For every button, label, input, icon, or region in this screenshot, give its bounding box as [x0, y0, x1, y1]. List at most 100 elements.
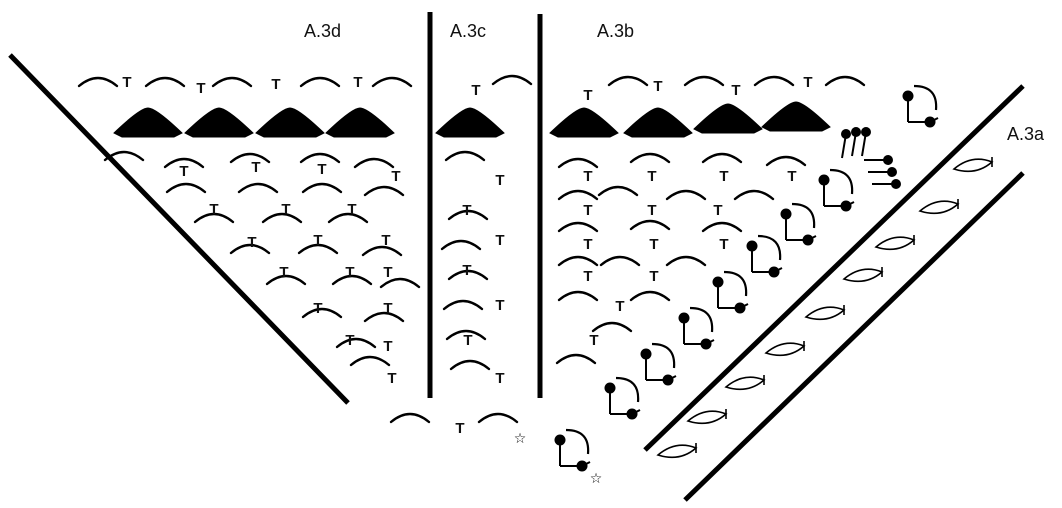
node-dot-bottom — [768, 266, 780, 278]
arc-mark — [701, 152, 743, 164]
fish-mark — [804, 306, 846, 321]
tee-mark: T — [345, 264, 354, 281]
fork-dot — [887, 167, 897, 177]
fish-mark — [952, 158, 994, 173]
arc-mark — [211, 76, 253, 88]
arc-mark — [557, 255, 599, 267]
arc-mark — [327, 212, 369, 224]
node-arc — [723, 270, 748, 297]
node-dot-top — [780, 208, 792, 220]
section-label-a3c: A.3c — [450, 21, 486, 41]
fish-mark — [874, 236, 916, 251]
arc-mark — [683, 75, 725, 87]
arc-mark — [237, 182, 279, 194]
fork-dot — [891, 179, 901, 189]
tee-mark: T — [455, 420, 464, 437]
arc-mark — [665, 255, 707, 267]
tee-mark: T — [583, 236, 592, 253]
node-dot-bottom — [626, 408, 638, 420]
tee-mark: T — [247, 234, 256, 251]
tee-mark: T — [649, 236, 658, 253]
arc-mark — [557, 189, 599, 201]
arc-mark — [301, 182, 343, 194]
arc-mark — [629, 290, 671, 302]
arc-mark — [193, 212, 235, 224]
tee-mark: T — [281, 201, 290, 218]
tee-mark: T — [251, 159, 260, 176]
arc-mark — [361, 245, 403, 257]
arc-mark — [229, 152, 271, 164]
fork-dot — [841, 129, 851, 139]
star-mark: ☆ — [590, 471, 603, 487]
fork-dot — [883, 155, 893, 165]
arc-mark — [144, 76, 186, 88]
arc-mark — [331, 274, 373, 286]
node-arc — [651, 342, 676, 369]
tee-mark: T — [713, 202, 722, 219]
arc-mark — [765, 155, 807, 167]
arc-mark — [163, 157, 205, 169]
arc-mark — [607, 75, 649, 87]
tee-mark: T — [353, 74, 362, 91]
left-diagonal-boundary — [8, 53, 350, 405]
arc-mark — [165, 182, 207, 194]
tee-mark: T — [383, 300, 392, 317]
arc-mark — [261, 212, 303, 224]
node-dot-bottom — [662, 374, 674, 386]
node-arc — [829, 168, 854, 195]
node-arc — [913, 84, 938, 111]
node-dot-bottom — [576, 460, 588, 472]
arc-mark — [103, 150, 145, 162]
arc-mark — [363, 185, 405, 197]
tee-mark: T — [583, 268, 592, 285]
arc-mark — [363, 311, 405, 323]
node-dot-top — [746, 240, 758, 252]
dome-mark — [184, 107, 254, 138]
tee-mark: T — [803, 74, 812, 91]
arc-mark — [444, 150, 486, 162]
tee-mark: T — [615, 298, 624, 315]
node-arc — [757, 234, 782, 261]
star-mark: ☆ — [514, 431, 527, 447]
dome-mark — [693, 103, 763, 134]
arc-mark — [477, 412, 519, 424]
arc-mark — [299, 76, 341, 88]
fish-mark — [656, 444, 698, 459]
arc-mark — [824, 75, 866, 87]
node-arc — [791, 202, 816, 229]
arc-mark — [379, 277, 421, 289]
dome-mark — [325, 107, 395, 138]
tee-mark: T — [462, 202, 471, 219]
arc-mark — [389, 412, 431, 424]
arc-mark — [447, 209, 489, 221]
tee-mark: T — [731, 82, 740, 99]
node-dot-bottom — [840, 200, 852, 212]
node-arc — [615, 376, 640, 403]
tee-mark: T — [647, 202, 656, 219]
tee-mark: T — [179, 163, 188, 180]
tee-mark: T — [271, 76, 280, 93]
node-arc — [565, 428, 590, 455]
arc-mark — [265, 274, 307, 286]
tee-mark: T — [209, 201, 218, 218]
tee-mark: T — [589, 332, 598, 349]
node-dot-top — [818, 174, 830, 186]
arc-mark — [629, 219, 671, 231]
tee-mark: T — [383, 264, 392, 281]
dome-mark — [761, 101, 831, 132]
arc-mark — [349, 355, 391, 367]
node-dot-bottom — [802, 234, 814, 246]
tee-mark: T — [719, 236, 728, 253]
fish-mark — [764, 342, 806, 357]
node-dot-top — [554, 434, 566, 446]
node-dot-top — [640, 348, 652, 360]
arc-mark — [301, 307, 343, 319]
upper-diagonal-line — [643, 84, 1025, 452]
node-dot-bottom — [734, 302, 746, 314]
fish-mark — [918, 200, 960, 215]
tee-mark: T — [196, 80, 205, 97]
arc-mark — [299, 152, 341, 164]
arc-mark — [555, 353, 597, 365]
